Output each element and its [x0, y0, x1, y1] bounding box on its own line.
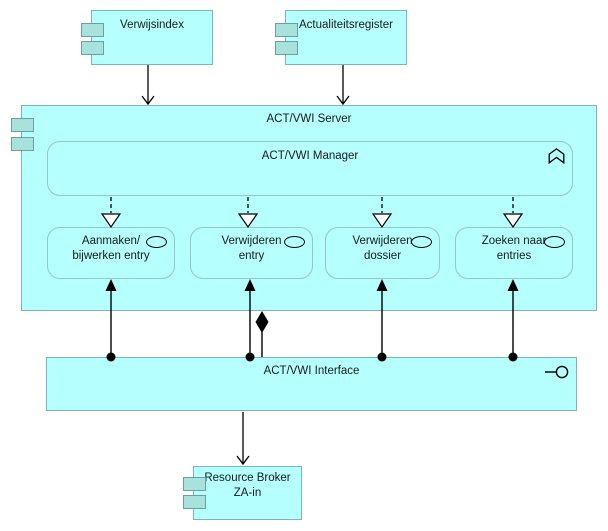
- arrow-actualiteitsregister-to-server[interactable]: [336, 65, 350, 106]
- node-label: Verwijderen dossier: [352, 235, 413, 262]
- node-label: Verwijsindex: [120, 19, 184, 31]
- application-service-icon: [284, 236, 305, 248]
- node-label: Resource Broker ZA-in: [204, 472, 291, 499]
- assignment-interface-to-service-1[interactable]: [105, 279, 117, 362]
- realization-manager-to-service-4[interactable]: [502, 197, 524, 229]
- node-resource-broker-za-in[interactable]: Resource Broker ZA-in: [183, 466, 302, 520]
- composition-server-interface[interactable]: [255, 311, 269, 357]
- assignment-interface-to-service-2[interactable]: [244, 279, 256, 362]
- realization-manager-to-service-3[interactable]: [371, 197, 393, 229]
- assignment-interface-to-service-3[interactable]: [376, 279, 388, 362]
- function-icon: [548, 148, 565, 167]
- node-label: Verwijderen entry: [221, 235, 282, 262]
- node-actualiteitsregister[interactable]: Actualiteitsregister: [275, 10, 407, 65]
- node-label: Aanmaken/ bijwerken entry: [72, 235, 150, 262]
- node-label: ACT/VWI Manager: [261, 150, 359, 162]
- node-label: Actualiteitsregister: [299, 19, 393, 31]
- component-tab-icon: [81, 23, 104, 37]
- component-tab-icon: [275, 41, 298, 55]
- application-service-icon: [146, 236, 167, 248]
- node-label: ACT/VWI Interface: [263, 365, 360, 377]
- node-label: Zoeken naar entries: [481, 235, 547, 262]
- application-service-icon: [544, 236, 565, 248]
- component-tab-icon: [11, 137, 34, 151]
- assignment-interface-to-service-4[interactable]: [507, 279, 519, 362]
- component-tab-icon: [11, 118, 34, 132]
- component-tab-icon: [183, 477, 206, 491]
- interface-lollipop-icon: [545, 365, 569, 382]
- application-service-icon: [411, 236, 432, 248]
- node-service-zoeken-naar-entries[interactable]: Zoeken naar entries: [455, 227, 573, 279]
- node-label: ACT/VWI Server: [266, 113, 352, 125]
- node-service-verwijderen-dossier[interactable]: Verwijderen dossier: [325, 227, 440, 279]
- arrow-verwijsindex-to-server[interactable]: [141, 65, 155, 106]
- node-act-vwi-manager[interactable]: ACT/VWI Manager: [47, 141, 573, 196]
- component-tab-icon: [275, 23, 298, 37]
- arrow-interface-to-resource-broker[interactable]: [236, 412, 250, 466]
- component-tab-icon: [81, 41, 104, 55]
- realization-manager-to-service-2[interactable]: [237, 197, 259, 229]
- realization-manager-to-service-1[interactable]: [100, 197, 122, 229]
- component-tab-icon: [183, 495, 206, 509]
- node-verwijsindex[interactable]: Verwijsindex: [81, 10, 213, 65]
- node-act-vwi-interface[interactable]: ACT/VWI Interface: [46, 357, 577, 411]
- node-service-verwijderen-entry[interactable]: Verwijderen entry: [190, 227, 313, 279]
